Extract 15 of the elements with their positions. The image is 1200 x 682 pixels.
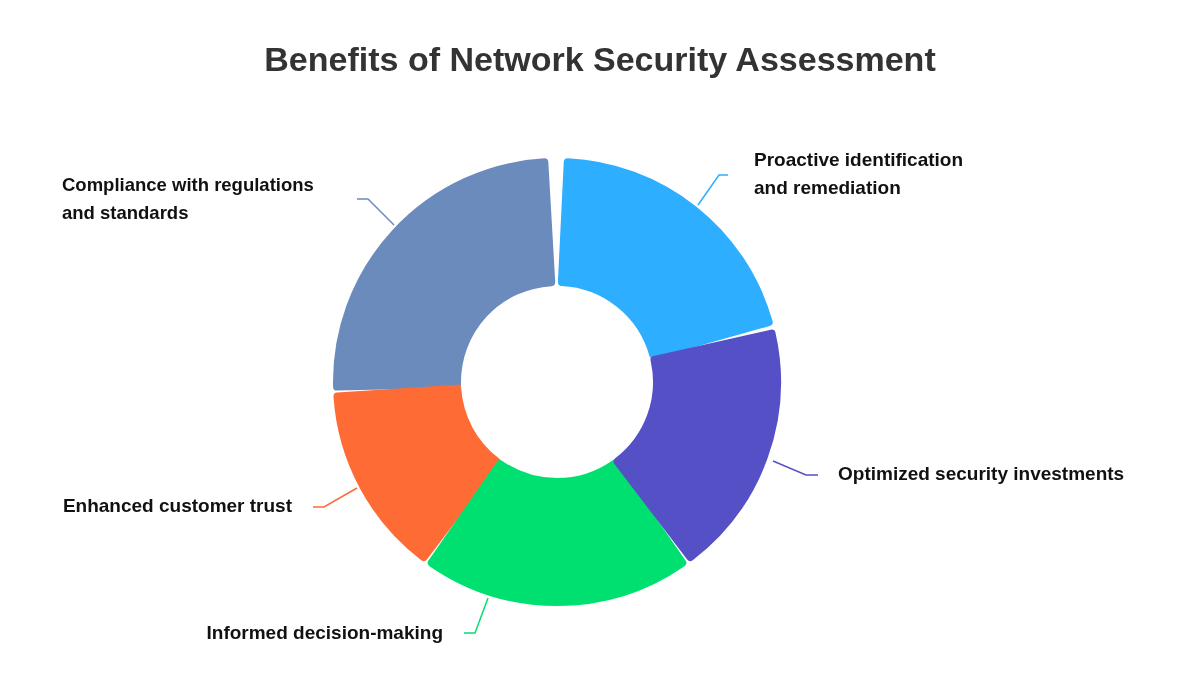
leader-line	[312, 487, 358, 508]
leader-line	[772, 460, 819, 476]
slice-label: Informed decision-making	[206, 619, 464, 647]
donut-slice	[333, 384, 501, 561]
donut-slice	[613, 329, 781, 561]
leader-line	[356, 198, 395, 226]
donut-slice	[333, 158, 556, 391]
donut-slice	[427, 460, 687, 606]
chart-title: Benefits of Network Security Assessment	[263, 40, 937, 79]
slice-label: Proactive identification and remediation	[728, 146, 994, 202]
leader-line	[463, 597, 489, 634]
slice-label: Enhanced customer trust	[62, 492, 313, 520]
slice-label: Optimized security investments	[818, 460, 1125, 488]
leader-line	[697, 174, 729, 206]
slice-label: Compliance with regulations and standards	[62, 171, 357, 227]
